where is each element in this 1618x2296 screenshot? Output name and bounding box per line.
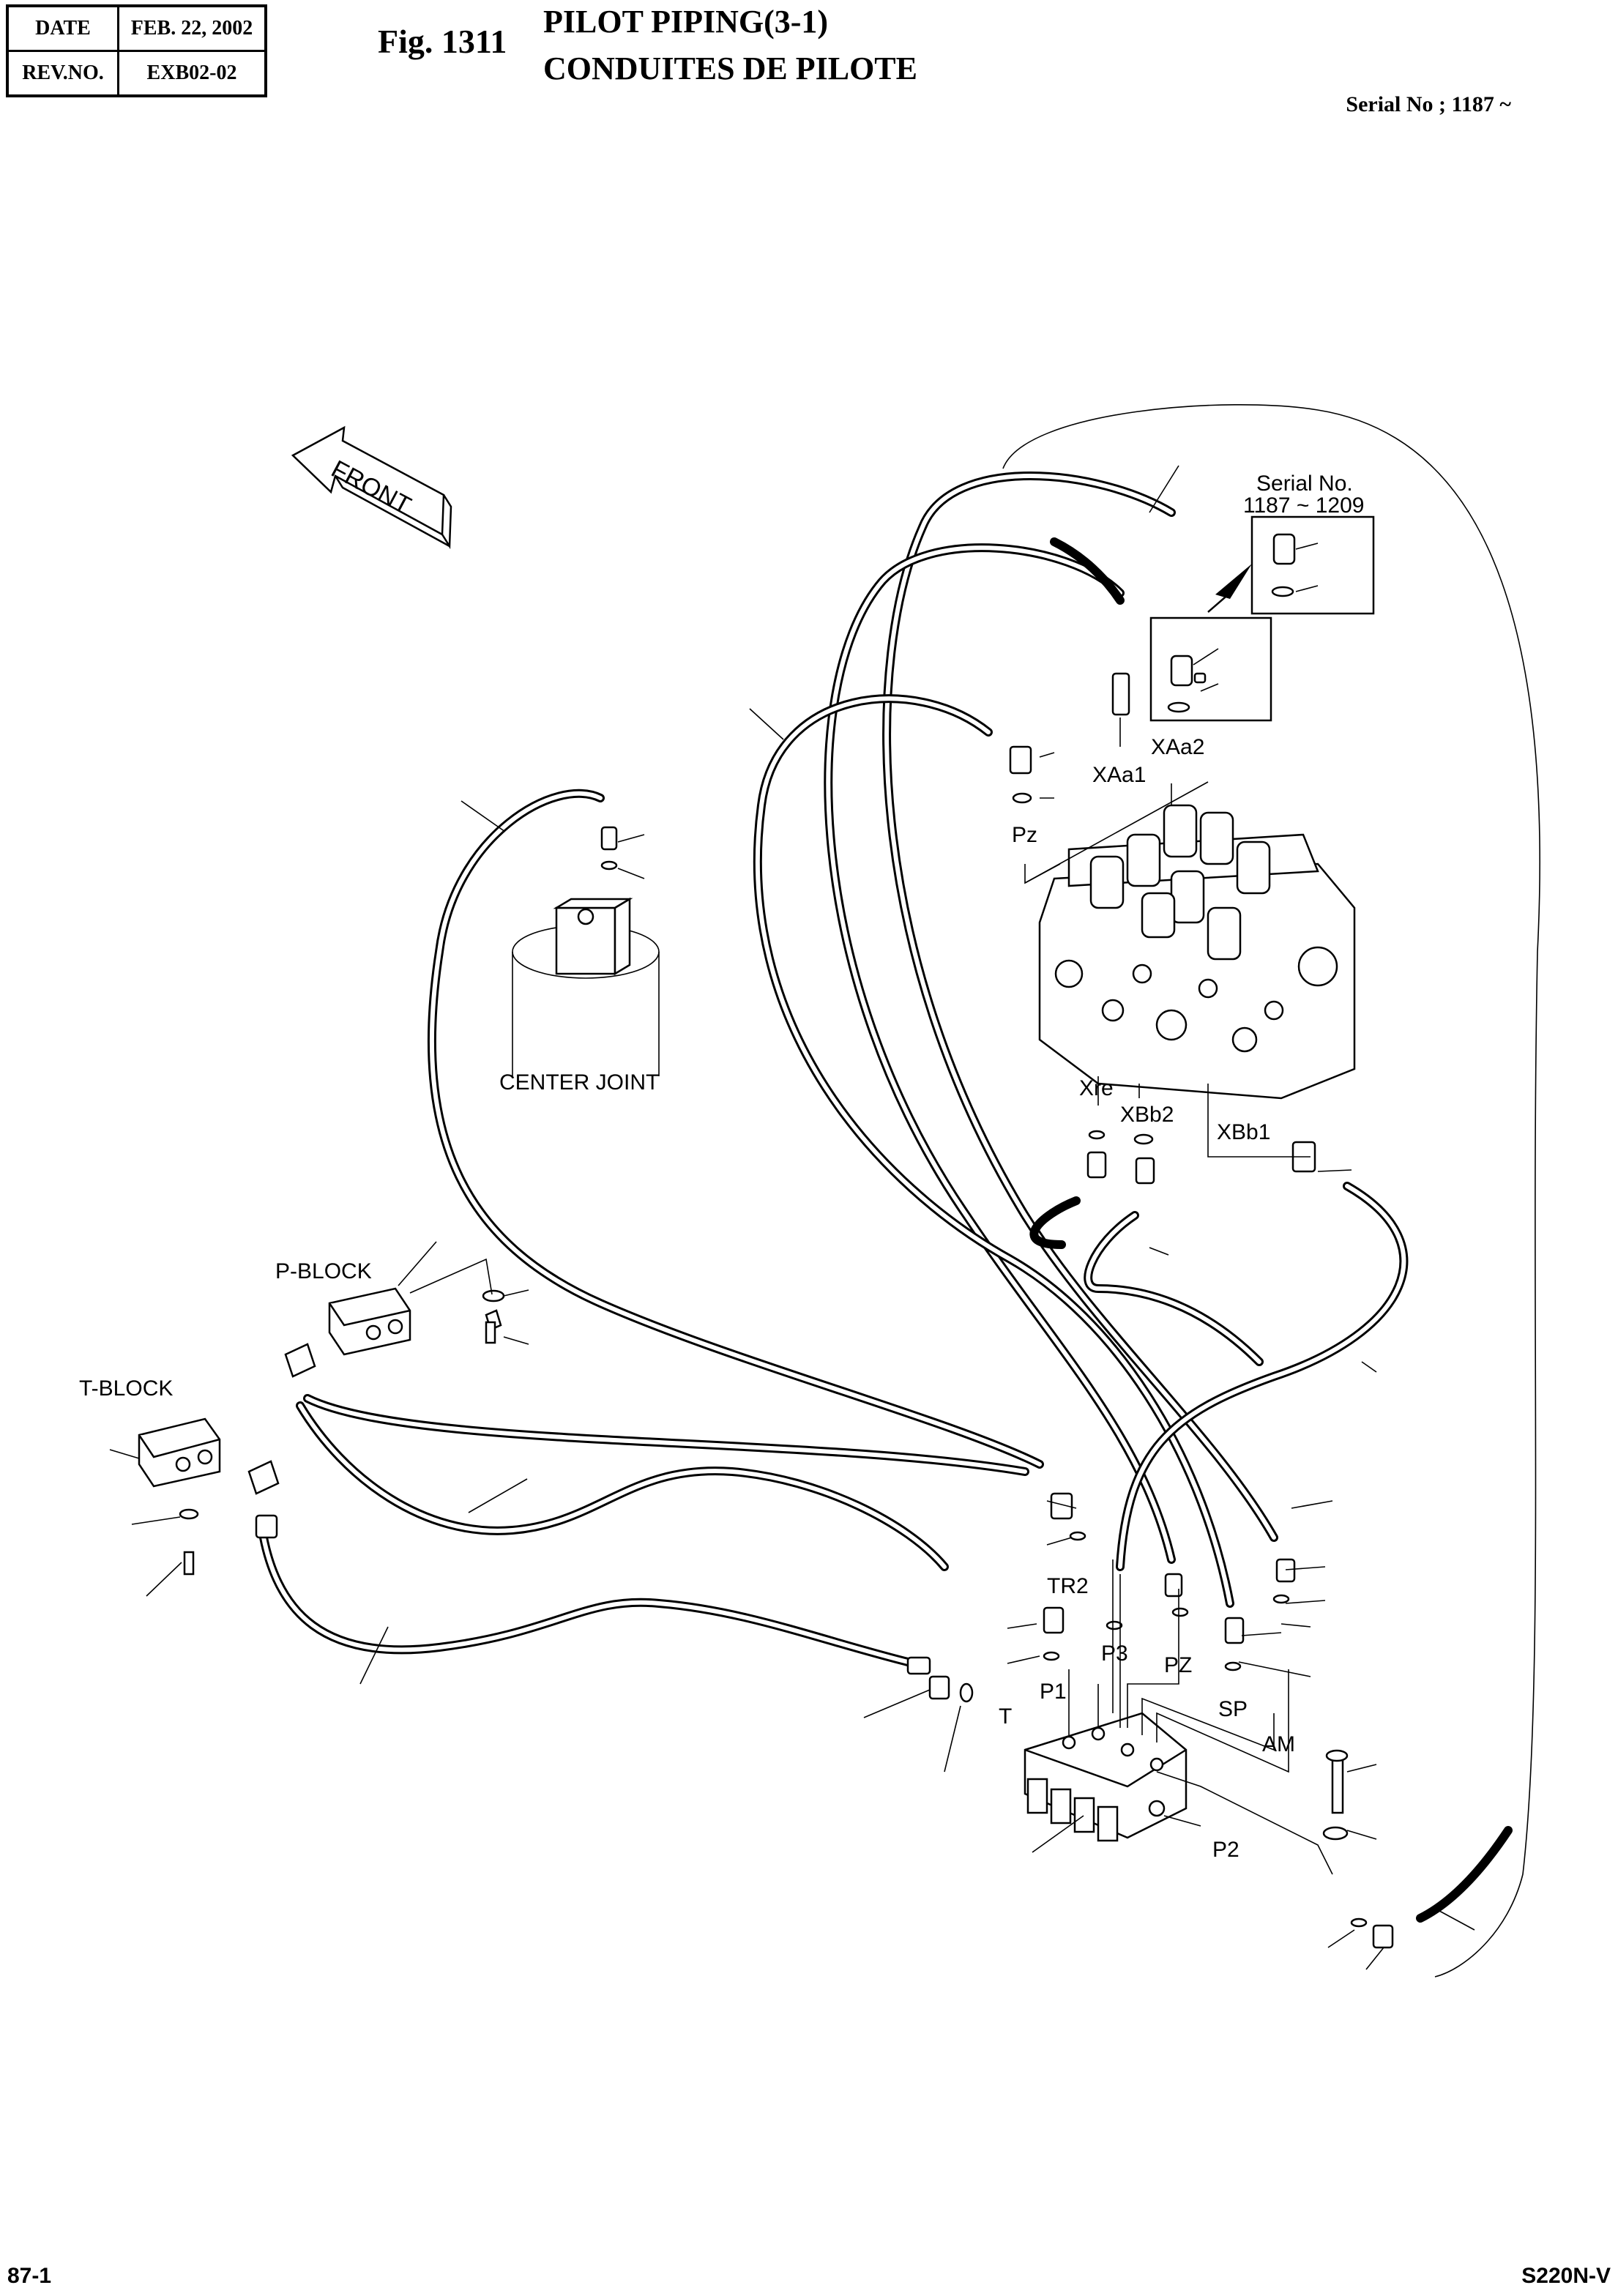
label-center-joint: CENTER JOINT [499, 1070, 659, 1095]
label-xre: Xre [1079, 1076, 1114, 1100]
label-xaa2: XAa2 [1151, 735, 1204, 759]
pilot-manifold [1024, 1712, 1188, 1842]
label-am: AM [1262, 1732, 1295, 1756]
serial-inset-line1: Serial No. [1256, 471, 1353, 496]
label-xbb1: XBb1 [1217, 1120, 1270, 1144]
leader-lines [109, 465, 1475, 1970]
label-xbb2: XBb2 [1120, 1103, 1174, 1127]
label-tr2: TR2 [1047, 1574, 1089, 1598]
serial-inset: Serial No. 1187 ~ 1209 [1149, 471, 1375, 722]
label-p-block: P-BLOCK [275, 1259, 372, 1283]
hoses [259, 471, 1513, 1923]
outline-curve [1002, 404, 1540, 1978]
date-label: DATE [6, 4, 119, 52]
p-block [284, 1287, 502, 1378]
title-english: PILOT PIPING(3-1) [543, 4, 829, 40]
t-block [138, 1417, 280, 1576]
title-french: CONDUITES DE PILOTE [543, 51, 918, 86]
control-valve [1038, 804, 1356, 1100]
label-pz-top: Pz [1012, 823, 1037, 847]
fittings [255, 672, 1394, 1949]
label-p1: P1 [1040, 1680, 1067, 1704]
model-number: S220N-V [1521, 2264, 1611, 2288]
serial-range: Serial No ; 1187 ~ [1346, 92, 1511, 116]
label-p2: P2 [1212, 1838, 1239, 1862]
label-xaa1: XAa1 [1092, 763, 1146, 787]
label-t: T [999, 1704, 1012, 1729]
callout-labels: XAa1 XAa2 Pz CENTER JOINT Xre XBb2 XBb1 … [79, 735, 1295, 1862]
label-t-block: T-BLOCK [79, 1376, 173, 1401]
rev-value: EXB02-02 [117, 50, 267, 97]
figure-number: Fig. 1311 [378, 23, 507, 60]
date-value: FEB. 22, 2002 [117, 4, 267, 52]
label-sp: SP [1218, 1697, 1248, 1721]
rev-label: REV.NO. [6, 50, 119, 97]
label-pz: PZ [1164, 1653, 1192, 1677]
page-number: 87-1 [7, 2264, 52, 2288]
label-p3: P3 [1101, 1641, 1128, 1666]
revision-table: DATE FEB. 22, 2002 REV.NO. EXB02-02 [6, 4, 267, 97]
serial-inset-line2: 1187 ~ 1209 [1243, 493, 1364, 518]
center-joint [512, 897, 660, 1076]
front-arrow: FRONT [291, 425, 452, 550]
